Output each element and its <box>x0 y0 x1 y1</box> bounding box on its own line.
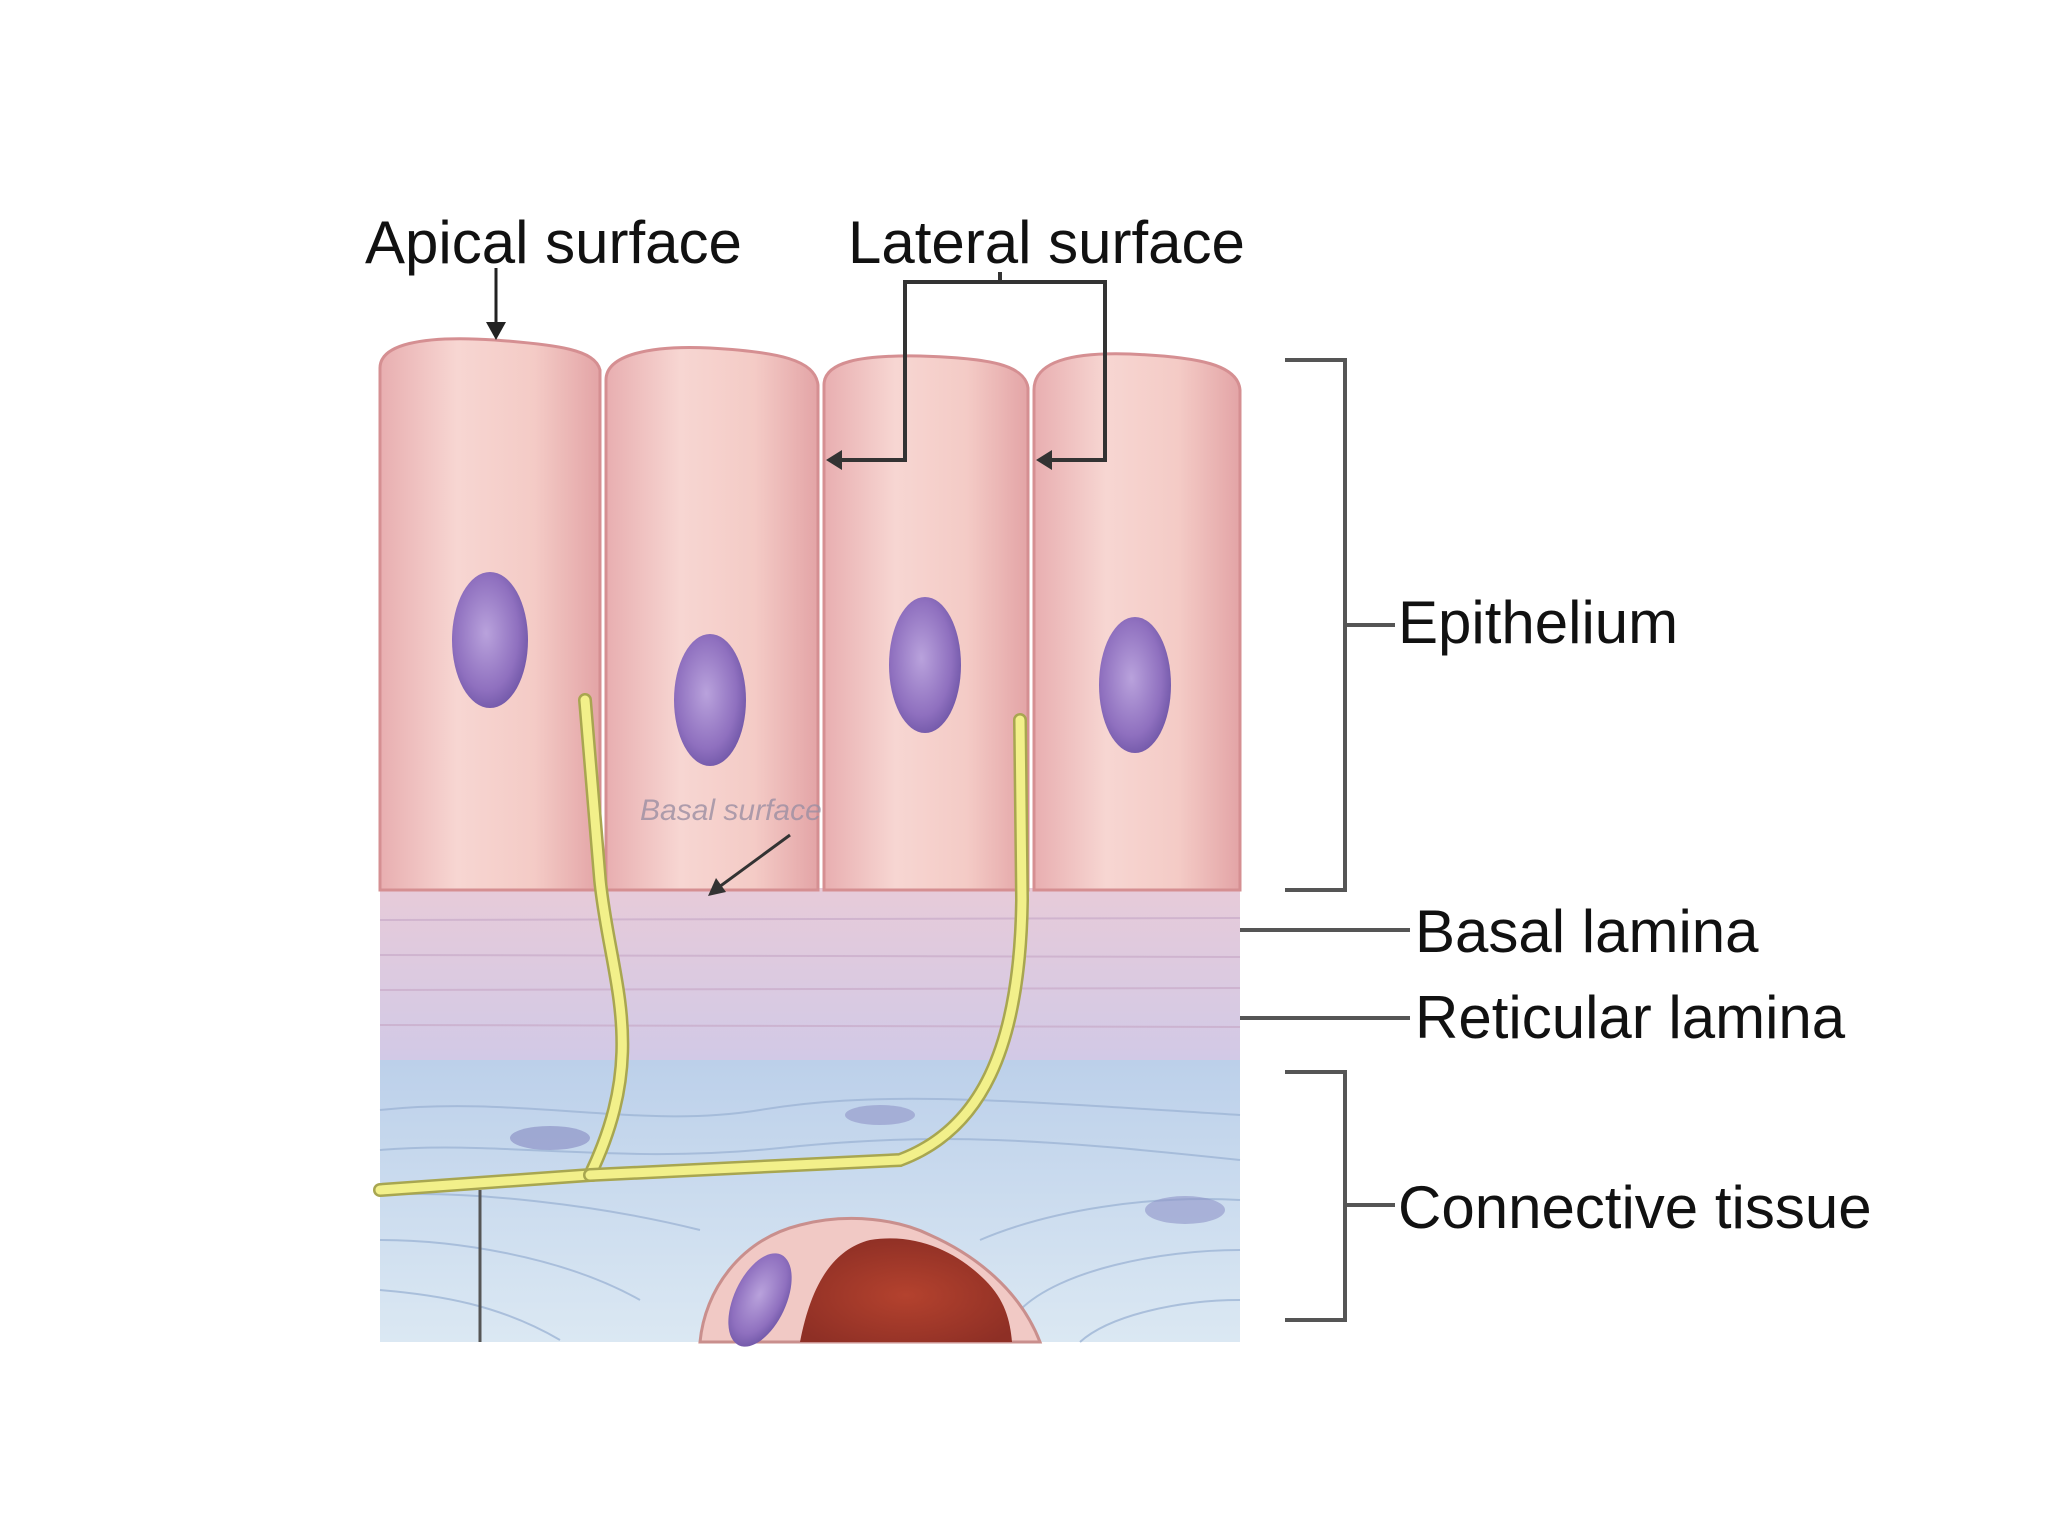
nucleus <box>452 572 528 708</box>
nucleus <box>674 634 746 766</box>
lamina-fibers <box>379 917 1241 1028</box>
fibroblast <box>1145 1196 1225 1224</box>
basal-lamina-label: Basal lamina <box>1415 898 1759 965</box>
basal-surface-label: Basal surface <box>640 794 822 827</box>
fibroblast <box>845 1105 915 1125</box>
epithelium-label: Epithelium <box>1398 589 1679 656</box>
nucleus <box>1099 617 1171 753</box>
lateral-arrowhead-right <box>1036 450 1052 470</box>
basal-surface-arrowhead <box>708 878 726 896</box>
nucleus <box>889 597 961 733</box>
basal-lamina-layer <box>380 888 1240 1060</box>
lateral-surface-label: Lateral surface <box>848 209 1245 276</box>
nerve-fibers <box>373 693 1030 1197</box>
epithelium-bracket <box>1285 358 1347 892</box>
reticular-lamina-label: Reticular lamina <box>1415 984 1846 1051</box>
blood-vessel-lumen <box>800 1238 1012 1342</box>
apical-surface-label: Apical surface <box>365 209 742 276</box>
connective-tissue-bracket <box>1285 1070 1347 1322</box>
lateral-arrowhead-left <box>826 450 842 470</box>
fibroblast <box>510 1126 590 1150</box>
apical-arrowhead <box>486 322 506 340</box>
endothelial-nucleus <box>728 1253 792 1347</box>
epithelial-cell <box>604 346 820 892</box>
basal-surface-arrow <box>714 833 791 892</box>
nuclei <box>452 572 1171 766</box>
lateral-surface-bracket <box>836 272 1107 462</box>
connective-tissue-label: Connective tissue <box>1398 1174 1872 1241</box>
